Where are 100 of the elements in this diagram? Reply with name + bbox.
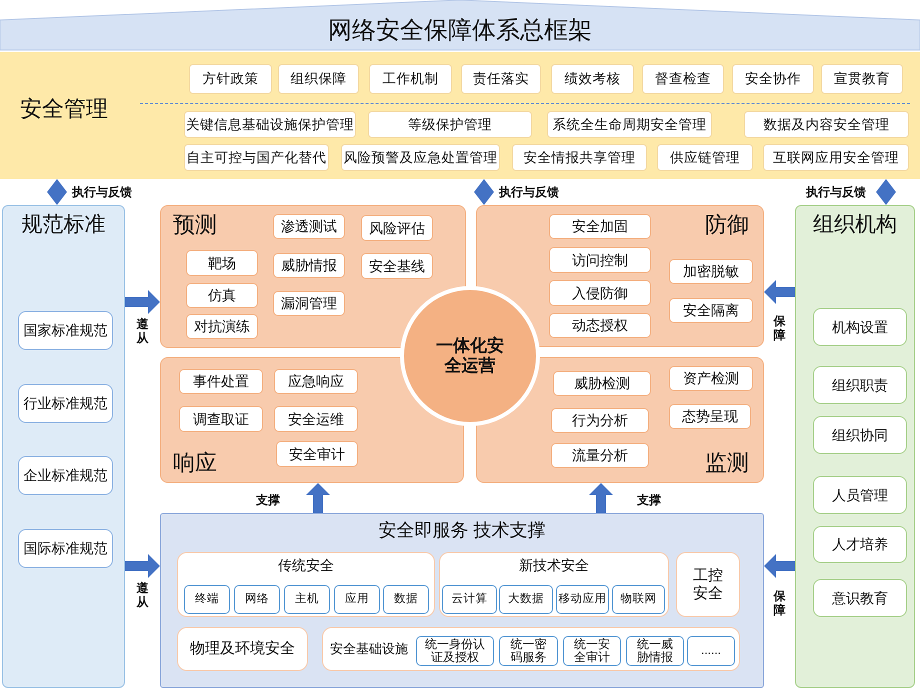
block-arrow — [125, 554, 160, 578]
category-box: 物理及环境安全 — [177, 627, 308, 671]
item-box: 流量分析 — [551, 443, 649, 468]
edge-label: 执行与反馈 — [806, 186, 866, 200]
item-box: 威胁检测 — [553, 371, 651, 396]
item-box: 安全加固 — [549, 214, 651, 239]
panel-heading: 预测 — [173, 212, 217, 238]
item-box: 靶场 — [186, 250, 258, 276]
edge-label: 支撑 — [637, 494, 661, 508]
org-box: 人员管理 — [813, 476, 907, 514]
panel-heading: 安全即服务 技术支撑 — [377, 520, 546, 542]
item-box: 对抗演练 — [186, 314, 258, 339]
tech-box: 物联网 — [612, 585, 665, 614]
panel-heading: 防御 — [705, 212, 749, 238]
standard-box: 国家标准规范 — [18, 311, 113, 350]
item-box: 漏洞管理 — [273, 291, 345, 316]
panel-heading: 组织机构 — [812, 212, 898, 238]
edge-label: 执行与反馈 — [72, 186, 132, 200]
tech-box: 大数据 — [499, 585, 553, 614]
tech-box: 网络 — [234, 585, 280, 614]
item-box: 自主可控与国产化替代 — [184, 144, 329, 171]
item-box: 互联网应用安全管理 — [763, 144, 909, 171]
standard-box: 国际标准规范 — [18, 529, 113, 568]
item-box: 资产检测 — [669, 366, 753, 391]
block-arrow — [589, 483, 613, 513]
tech-box: ...... — [687, 636, 735, 666]
tech-box: 统一威胁情报 — [626, 636, 684, 666]
item-box: 工作机制 — [369, 64, 452, 94]
item-box: 态势呈现 — [669, 404, 751, 429]
edge-label: 支撑 — [256, 494, 280, 508]
feedback-arrow — [474, 179, 494, 205]
org-box: 意识教育 — [813, 579, 907, 617]
item-box: 动态授权 — [549, 313, 651, 338]
org-box: 组织职责 — [813, 366, 907, 404]
category-box — [439, 552, 669, 617]
category-box — [177, 552, 435, 617]
tech-box: 统一身份认证及授权 — [416, 636, 494, 666]
category-box — [322, 627, 740, 671]
block-arrow — [125, 290, 160, 314]
item-box: 数据及内容安全管理 — [744, 111, 909, 138]
item-box: 访问控制 — [549, 247, 651, 273]
item-box: 督查检查 — [642, 64, 724, 94]
panel-heading: 规范标准 — [20, 212, 106, 238]
item-box: 安全审计 — [276, 441, 358, 467]
item-box: 行为分析 — [551, 408, 649, 433]
standard-box: 企业标准规范 — [18, 456, 113, 495]
tech-box: 数据 — [383, 585, 429, 614]
item-box: 安全基线 — [361, 253, 433, 279]
item-box: 安全协作 — [732, 64, 814, 94]
item-box: 责任落实 — [461, 64, 541, 94]
item-box: 等级保护管理 — [368, 111, 532, 138]
item-box: 宣贯教育 — [821, 64, 903, 94]
edge-label: 遵从 — [136, 582, 149, 610]
item-box: 应急响应 — [274, 369, 358, 394]
item-box: 威胁情报 — [273, 253, 345, 278]
org-box: 机构设置 — [813, 308, 907, 346]
item-box: 风险评估 — [361, 215, 433, 241]
management-band — [0, 52, 920, 179]
tech-box: 移动应用 — [556, 585, 609, 614]
item-box: 仿真 — [186, 283, 258, 308]
item-box: 加密脱敏 — [669, 259, 753, 284]
item-box: 绩效考核 — [551, 64, 634, 94]
tech-box: 统一安全审计 — [563, 636, 621, 666]
feedback-arrow — [47, 179, 67, 205]
category-heading: 传统安全 — [277, 557, 335, 574]
item-box: 供应链管理 — [657, 144, 753, 171]
edge-label: 保障 — [773, 315, 786, 343]
item-box: 安全运维 — [274, 406, 358, 432]
block-arrow — [764, 280, 795, 304]
category-box: 工控安全 — [676, 552, 740, 617]
service-panel — [160, 513, 764, 688]
item-box: 关键信息基础设施保护管理 — [184, 111, 356, 138]
item-box: 风险预警及应急处置管理 — [341, 144, 500, 171]
item-box: 入侵防御 — [549, 280, 651, 306]
panel-heading: 监测 — [705, 450, 749, 476]
panel-heading: 响应 — [173, 450, 217, 476]
item-box: 调查取证 — [179, 406, 263, 432]
category-heading: 安全基础设施 — [330, 641, 408, 657]
item-box: 系统全生命周期安全管理 — [547, 111, 712, 138]
block-arrow — [306, 483, 330, 513]
org-box: 组织协同 — [813, 416, 907, 454]
tech-box: 主机 — [284, 585, 330, 614]
item-box: 安全隔离 — [669, 298, 753, 323]
tech-box: 应用 — [334, 585, 380, 614]
feedback-arrow — [876, 179, 896, 205]
organization-panel — [795, 205, 915, 688]
edge-label: 遵从 — [136, 318, 149, 346]
edge-label: 执行与反馈 — [499, 186, 559, 200]
standards-panel — [2, 205, 125, 688]
org-box: 人才培养 — [813, 526, 907, 563]
edge-label: 保障 — [773, 590, 786, 618]
title: 网络安全保障体系总框架 — [327, 17, 593, 46]
category-heading: 新技术安全 — [518, 557, 590, 574]
item-box: 方针政策 — [189, 64, 272, 94]
standard-box: 行业标准规范 — [18, 384, 113, 423]
item-box: 事件处置 — [179, 369, 263, 394]
tech-box: 终端 — [184, 585, 230, 614]
block-arrow — [764, 554, 795, 578]
item-box: 安全情报共享管理 — [512, 144, 647, 171]
item-box: 渗透测试 — [273, 214, 345, 239]
